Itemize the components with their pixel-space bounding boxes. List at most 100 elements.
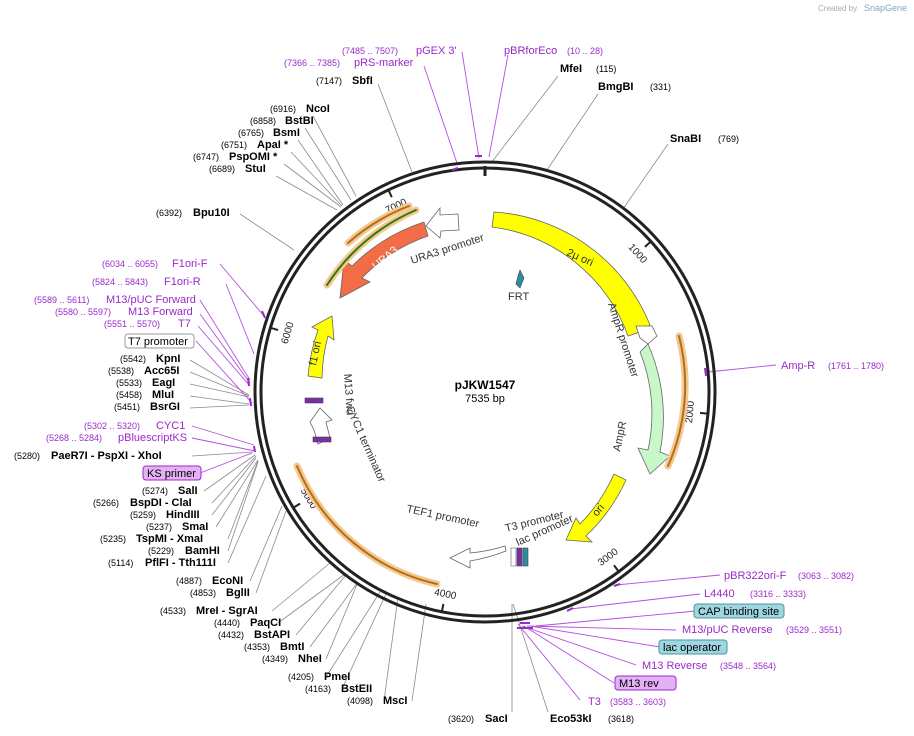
enzyme-label[interactable]: (5259)HindIII xyxy=(130,509,200,521)
svg-text:PaeR7I - PspXI - XhoI: PaeR7I - PspXI - XhoI xyxy=(51,450,162,462)
primer-label[interactable]: (6034 .. 6055)F1ori-F xyxy=(102,258,208,270)
svg-text:(5458): (5458) xyxy=(116,390,142,400)
enzyme-label[interactable]: (5533)EagI xyxy=(116,377,175,389)
svg-text:MfeI: MfeI xyxy=(560,63,582,75)
enzyme-label[interactable]: (7147)SbfI xyxy=(316,75,373,87)
enzyme-label[interactable]: (6689)StuI xyxy=(209,163,266,175)
svg-text:(4205): (4205) xyxy=(288,672,314,682)
svg-text:T7: T7 xyxy=(178,318,191,330)
svg-text:M13/pUC Forward: M13/pUC Forward xyxy=(106,294,196,306)
svg-text:(6751): (6751) xyxy=(221,140,247,150)
svg-text:CYC1: CYC1 xyxy=(156,420,185,432)
mfei-connector xyxy=(490,75,559,164)
ampr-feature xyxy=(637,343,671,475)
svg-text:(3316 .. 3333): (3316 .. 3333) xyxy=(750,589,806,599)
svg-text:M13/pUC Reverse: M13/pUC Reverse xyxy=(682,624,772,636)
enzyme-label[interactable]: SnaBI(769) xyxy=(670,133,739,145)
svg-text:PflFI - Tth111I: PflFI - Tth111I xyxy=(145,557,216,569)
svg-text:pBRforEco: pBRforEco xyxy=(504,45,557,57)
tick-mark xyxy=(699,411,708,415)
primer-label[interactable]: pBR322ori-F(3063 .. 3082) xyxy=(724,570,854,582)
enzyme-label[interactable]: (5542)KpnI xyxy=(120,353,180,365)
enzyme-label[interactable]: (6392)Bpu10I xyxy=(156,207,230,219)
enzyme-label[interactable]: (4349)NheI xyxy=(262,653,322,665)
enzyme-label[interactable]: (4533)MreI - SgrAI xyxy=(160,605,258,617)
ks-primer-feature xyxy=(312,436,332,443)
enzyme-label[interactable]: (5451)BsrGI xyxy=(114,401,180,413)
enzyme-label[interactable]: (4163)BstEII xyxy=(305,683,372,695)
svg-text:NheI: NheI xyxy=(298,653,322,665)
enzyme-label[interactable]: (6916)NcoI xyxy=(270,103,330,115)
lac-operator-label[interactable]: lac operator xyxy=(663,642,721,654)
svg-text:BsrGI: BsrGI xyxy=(150,401,180,413)
svg-text:(3618): (3618) xyxy=(608,714,634,724)
svg-text:M13 Reverse: M13 Reverse xyxy=(642,660,707,672)
enzyme-label[interactable]: (4440)PaqCI xyxy=(214,617,281,629)
primer-label[interactable]: (5551 .. 5570)T7 xyxy=(104,318,191,330)
svg-text:(5259): (5259) xyxy=(130,510,156,520)
primer-label[interactable]: (5268 .. 5284)pBluescriptKS xyxy=(46,432,187,444)
enzyme-label[interactable]: (5274)SalI xyxy=(142,485,198,497)
svg-text:(5542): (5542) xyxy=(120,354,146,364)
svg-text:(5114): (5114) xyxy=(108,558,133,568)
enzyme-label[interactable]: (4098)MscI xyxy=(347,695,407,707)
svg-text:(6858): (6858) xyxy=(250,116,276,126)
ks-primer-label[interactable]: KS primer xyxy=(147,468,196,480)
enzyme-label[interactable]: (5229)BamHI xyxy=(148,545,220,557)
svg-text:(5280): (5280) xyxy=(14,451,40,461)
enzyme-label[interactable]: (6765)BsmI xyxy=(238,127,300,139)
svg-text:SacI: SacI xyxy=(485,713,508,725)
enzyme-label[interactable]: (5266)BspDI - ClaI xyxy=(93,497,192,509)
cyc1-terminator-feature xyxy=(309,407,333,445)
cyc1-terminator-label: CYC1 terminator xyxy=(343,404,387,484)
primer-label[interactable]: L4440(3316 .. 3333) xyxy=(704,588,806,600)
ncoi-connector xyxy=(312,115,357,197)
m13-rev-label[interactable]: M13 rev xyxy=(619,678,659,690)
enzyme-label[interactable]: MfeI(115) xyxy=(560,63,616,75)
primer-label[interactable]: Amp-R(1761 .. 1780) xyxy=(781,360,884,372)
enzyme-label[interactable]: (4432)BstAPI xyxy=(218,629,290,641)
svg-text:(3529 .. 3551): (3529 .. 3551) xyxy=(786,625,842,635)
svg-text:(4887): (4887) xyxy=(176,576,202,586)
enzyme-label[interactable]: Eco53kI(3618) xyxy=(550,713,634,725)
svg-text:MreI - SgrAI: MreI - SgrAI xyxy=(196,605,258,617)
primer-label[interactable]: (5580 .. 5597)M13 Forward xyxy=(55,306,193,318)
boxed-labels: T7 promoter KS primer CAP binding site l… xyxy=(124,333,785,691)
svg-text:(6689): (6689) xyxy=(209,164,235,174)
enzyme-label[interactable]: (3620)SacI xyxy=(448,713,508,725)
enzyme-label[interactable]: BmgBI(331) xyxy=(598,81,671,93)
enzyme-label[interactable]: (6858)BstBI xyxy=(250,115,314,127)
svg-text:pRS-marker: pRS-marker xyxy=(354,57,414,69)
primer-label[interactable]: M13/pUC Reverse (3529 .. 3551) xyxy=(682,624,842,636)
svg-text:SmaI: SmaI xyxy=(182,521,208,533)
enzyme-label[interactable]: (4853)BglII xyxy=(190,587,250,599)
t7-promoter-label[interactable]: T7 promoter xyxy=(128,336,188,348)
enzyme-label[interactable]: (5235)TspMI - XmaI xyxy=(100,533,203,545)
ampr-promoter-feature xyxy=(635,325,658,345)
primer-label[interactable]: (7366 .. 7385)pRS-marker xyxy=(284,57,414,69)
primer-label[interactable]: (7485 .. 7507)pGEX 3' xyxy=(342,45,457,57)
plasmid-length: 7535 bp xyxy=(465,393,505,405)
enzyme-label[interactable]: (4353)BmtI xyxy=(244,641,304,653)
backbone-inner xyxy=(259,166,711,618)
primer-label[interactable]: M13 Reverse(3548 .. 3564) xyxy=(642,660,776,672)
enzyme-label[interactable]: (5458)MluI xyxy=(116,389,174,401)
enzyme-label[interactable]: (4205) PmeI xyxy=(288,671,350,683)
enzyme-label[interactable]: (5237)SmaI xyxy=(146,521,208,533)
snabi-connector xyxy=(622,143,669,210)
primer-label[interactable]: (5302 .. 5320)CYC1 xyxy=(84,420,185,432)
tick-mark xyxy=(271,327,279,332)
enzyme-label[interactable]: (4887)EcoNI xyxy=(176,575,243,587)
enzyme-label[interactable]: (5280) PaeR7I - PspXI - XhoI xyxy=(14,450,162,462)
primer-label[interactable]: (5824 .. 5843)F1ori-R xyxy=(92,276,201,288)
primer-label[interactable]: T3(3583 .. 3603) xyxy=(588,696,666,708)
primer-label[interactable]: (5589 .. 5611)M13/pUC Forward xyxy=(34,294,196,306)
primer-label[interactable]: pBRforEco(10 .. 28) xyxy=(504,45,603,57)
enzyme-label[interactable]: (5538)Acc65I xyxy=(108,365,179,377)
enzyme-label[interactable]: (6751)ApaI * xyxy=(221,139,289,151)
enzyme-label[interactable]: (5114) PflFI - Tth111I xyxy=(108,557,216,569)
cap-site-label[interactable]: CAP binding site xyxy=(698,606,779,618)
svg-text:PmeI: PmeI xyxy=(324,671,350,683)
svg-text:BmtI: BmtI xyxy=(280,641,304,653)
enzyme-label[interactable]: (6747)PspOMI * xyxy=(193,151,278,163)
